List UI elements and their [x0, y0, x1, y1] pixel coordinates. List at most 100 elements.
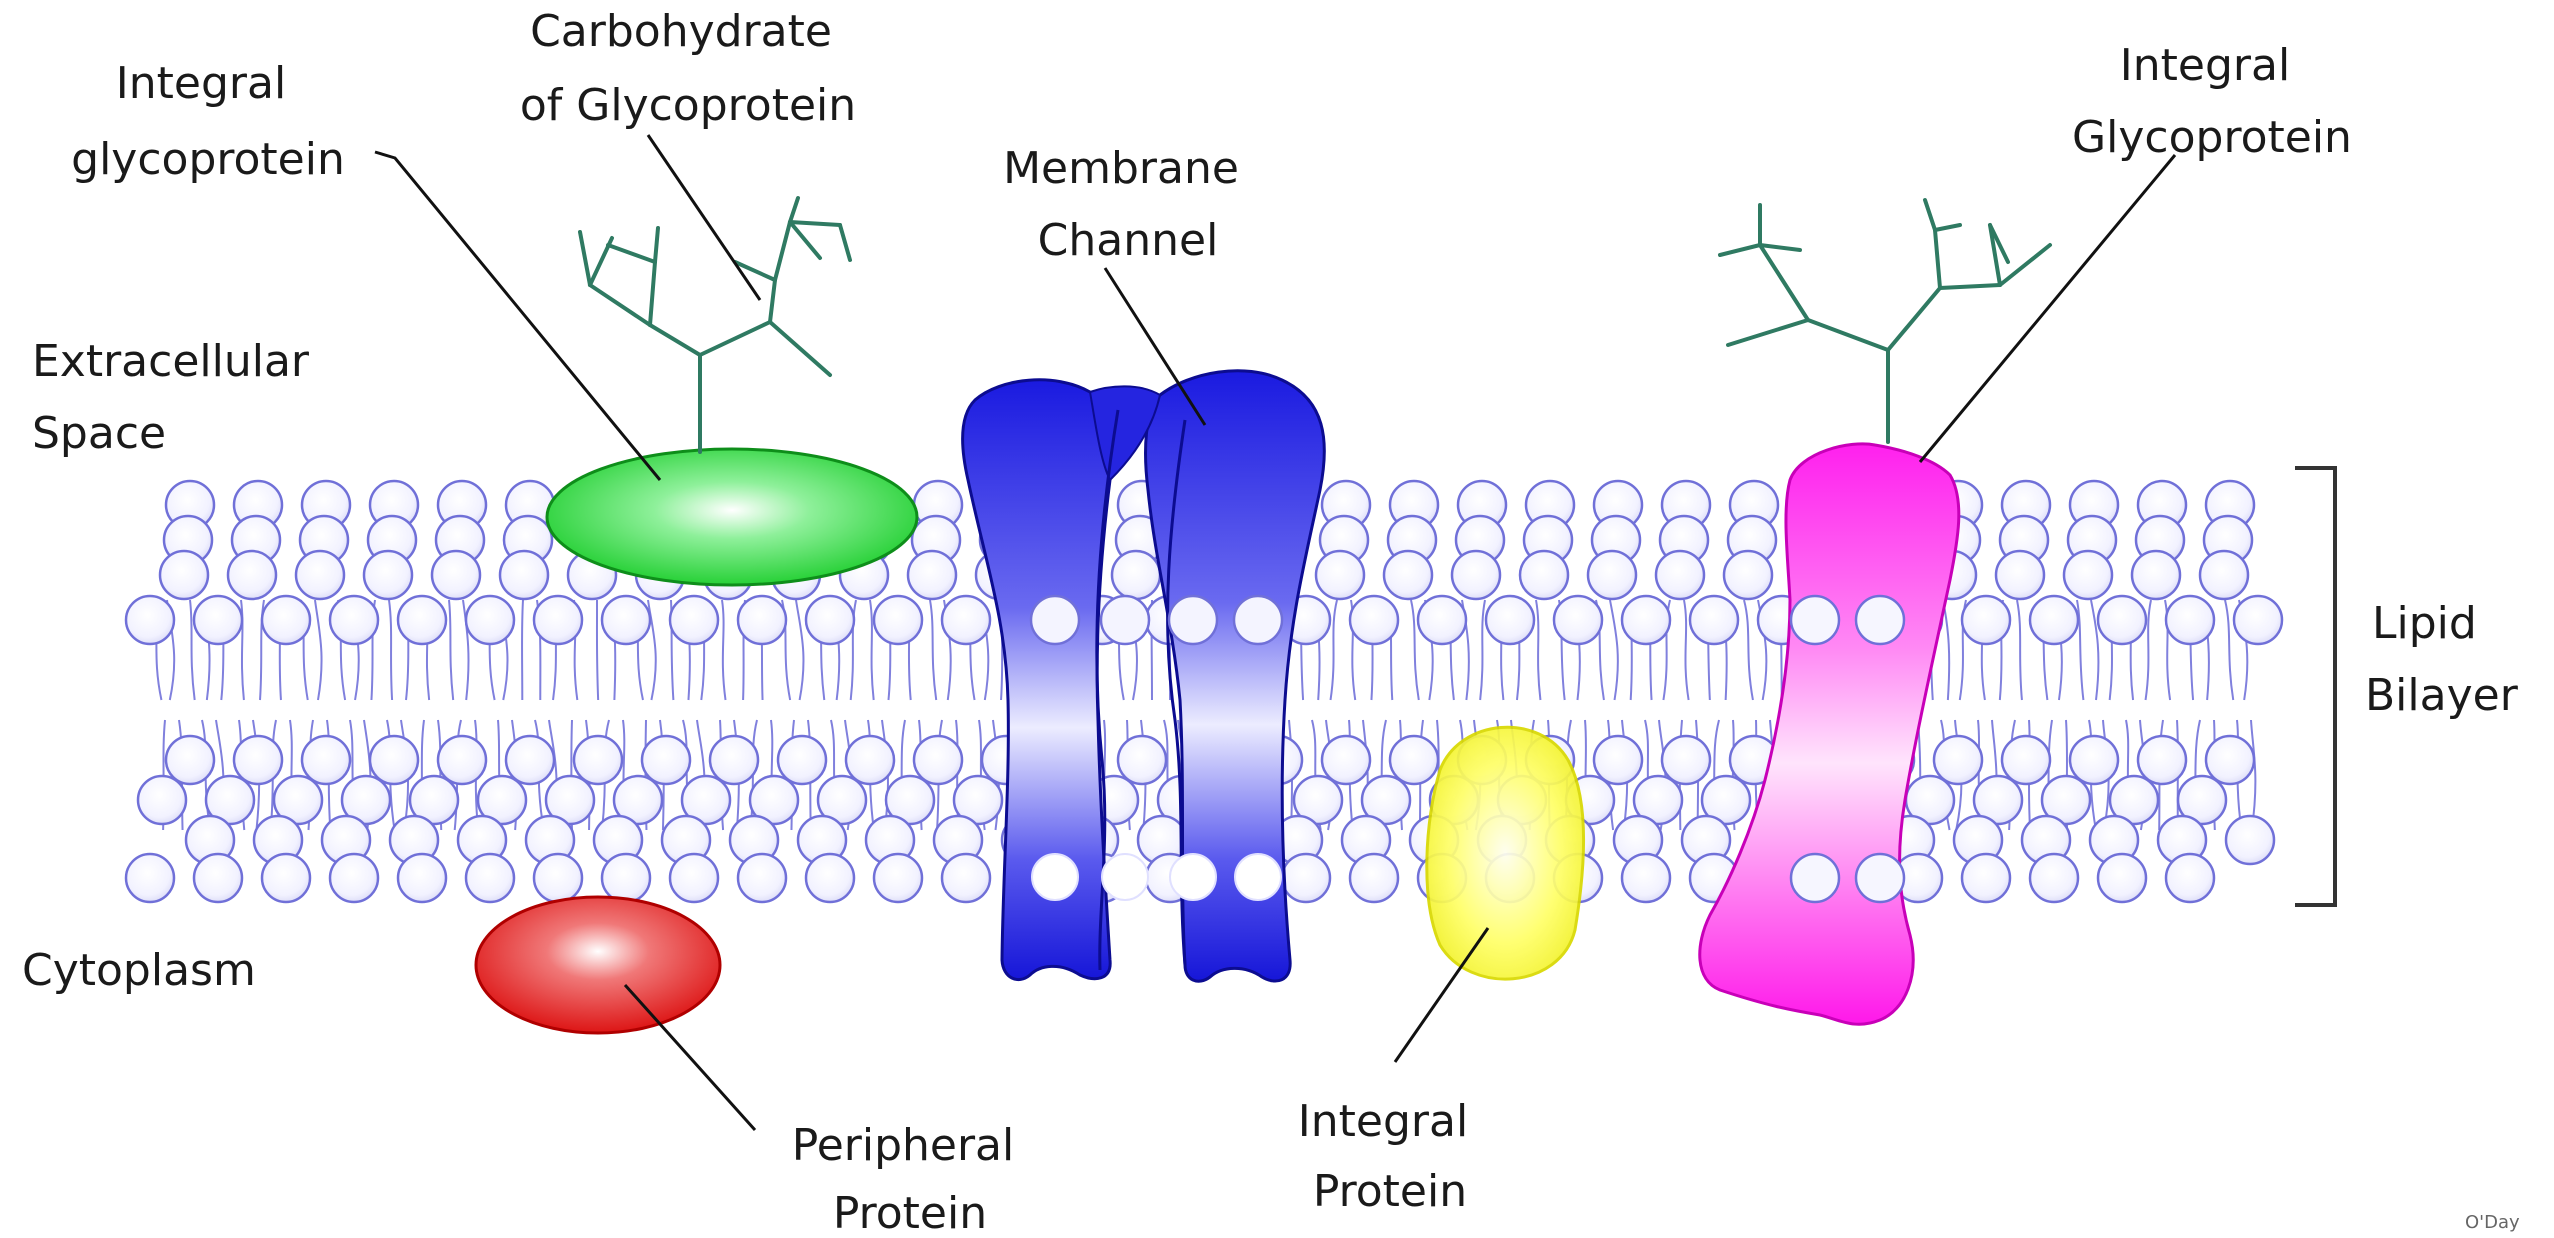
lipid-head-inner-front: [1622, 854, 1670, 902]
lipid-head-inner-back: [1390, 736, 1438, 784]
lipid-tail-upper: [315, 600, 322, 700]
label-carbohydrate: Carbohydrate of Glycoprotein: [520, 6, 856, 131]
label-extracellular-space: Extracellular Space: [32, 336, 323, 459]
lipid-tail-upper: [2225, 600, 2233, 700]
lipid-head-mid2: [1996, 551, 2044, 599]
carbohydrate-branch-right: [1760, 245, 1800, 250]
carbohydrate-branch-left: [840, 225, 850, 260]
lipid-head-inner-front: [1350, 854, 1398, 902]
lipid-head-inner-front: [806, 854, 854, 902]
lipid-head-inner-front: [466, 854, 514, 902]
label-lipid-bilayer: Lipid Bilayer: [2365, 598, 2519, 721]
lipid-head-front: [126, 596, 174, 644]
carbohydrate-branch-left: [790, 198, 798, 222]
carbohydrate-branch-left: [580, 232, 590, 285]
carbohydrate-branch-left: [608, 245, 655, 262]
lipid-head-inner-back: [302, 736, 350, 784]
lipid-head-mid2: [2200, 551, 2248, 599]
lipid-tail-upper: [930, 600, 936, 700]
lipid-head-mid2: [1520, 551, 1568, 599]
lipid-head-mid2: [500, 551, 548, 599]
lipid-head-inner-back: [1594, 736, 1642, 784]
carbohydrate-branch-right: [1760, 245, 1808, 320]
lipid-head-inner-front: [398, 854, 446, 902]
membrane-proteins: [476, 371, 1959, 1033]
carbohydrate-branch-right: [1728, 320, 1808, 345]
lipid-head-inner-back: [506, 736, 554, 784]
lipid-head-inner-back: [574, 736, 622, 784]
channel-upper-head: [1101, 596, 1149, 644]
lipid-head-inner-mid2: [2226, 816, 2274, 864]
lipid-head-front: [2098, 596, 2146, 644]
carbohydrate-branch-left: [790, 222, 820, 258]
carbohydrate-branch-left: [650, 325, 700, 355]
label-peripheral-protein: Peripheral Protein: [792, 1120, 1029, 1233]
lipid-head-front: [874, 596, 922, 644]
lipid-head-front: [1622, 596, 1670, 644]
lipid-head-inner-front: [534, 854, 582, 902]
lipid-head-inner-back: [2138, 736, 2186, 784]
lipid-head-inner-back: [846, 736, 894, 784]
lipid-head-inner-back: [1322, 736, 1370, 784]
lipid-head-inner-front: [602, 854, 650, 902]
lipid-head-mid2: [2132, 551, 2180, 599]
lipid-head-inner-back: [234, 736, 282, 784]
channel-upper-head: [1169, 596, 1217, 644]
lipid-head-inner-back: [1662, 736, 1710, 784]
lipid-tail-upper: [1331, 600, 1337, 700]
lipid-head-inner-front: [330, 854, 378, 902]
lipid-head-front: [194, 596, 242, 644]
carbohydrate-branch-right: [1935, 230, 1940, 288]
lipid-head-front: [534, 596, 582, 644]
carbohydrate-branch-left: [770, 280, 775, 322]
carbohydrate-branch-left: [590, 285, 650, 325]
integral-glycoprotein-green: [547, 449, 917, 585]
lipid-head-inner-back: [2002, 736, 2050, 784]
lipid-head-mid2: [1452, 551, 1500, 599]
lipid-head-front: [806, 596, 854, 644]
lipid-head-front: [2030, 596, 2078, 644]
carbohydrate-branch-left: [775, 222, 790, 280]
lipid-head-front: [398, 596, 446, 644]
lipid-head-mid2: [2064, 551, 2112, 599]
carbohydrate-branch-right: [1925, 200, 1935, 230]
lipid-head-front: [738, 596, 786, 644]
lipid-tail-upper: [1684, 600, 1689, 700]
lipid-head-mid2: [160, 551, 208, 599]
lipid-head-mid2: [364, 551, 412, 599]
label-integral-protein: Integral Protein: [1298, 1096, 1482, 1217]
lipid-head-mid2: [1724, 551, 1772, 599]
lipid-head-inner-front: [1962, 854, 2010, 902]
lipid-head-inner-back: [710, 736, 758, 784]
lipid-head-inner-front: [262, 854, 310, 902]
lipid-head-inner-back: [1934, 736, 1982, 784]
channel-pore-head: [1235, 854, 1281, 900]
lipid-head-inner-front: [2098, 854, 2146, 902]
channel-upper-head: [1031, 596, 1079, 644]
lipid-head-mid2: [1384, 551, 1432, 599]
lipid-tail-upper: [1536, 600, 1540, 700]
carbohydrate-branch-left: [650, 262, 655, 325]
lipid-head-inner-back: [1118, 736, 1166, 784]
lipid-head-inner-back: [778, 736, 826, 784]
credit-text: O'Day: [2465, 1212, 2520, 1233]
lipid-head-front: [670, 596, 718, 644]
lipid-head-inner-back: [2206, 736, 2254, 784]
integral-protein-yellow: [1427, 727, 1584, 979]
lipid-tail-lower: [2251, 720, 2255, 830]
lipid-head-front: [1350, 596, 1398, 644]
carbohydrate-branch-right: [1888, 288, 1940, 350]
lipid-head-inner-back: [166, 736, 214, 784]
lipid-head-front: [466, 596, 514, 644]
lipid-head-front: [602, 596, 650, 644]
carbohydrate-branch-left: [770, 322, 830, 375]
carbohydrate-branch-right: [2000, 245, 2050, 285]
channel-pore-head: [1170, 854, 1216, 900]
lipid-head-inner-front: [1282, 854, 1330, 902]
lipid-head-inner-front: [126, 854, 174, 902]
leader-integral-glycoprotein-right: [1920, 155, 2175, 462]
carbohydrate-branch-right: [1808, 320, 1888, 350]
lipid-head-inner-back: [642, 736, 690, 784]
carbohydrate-branch-left: [700, 322, 770, 355]
lipid-tail-upper: [870, 600, 874, 700]
